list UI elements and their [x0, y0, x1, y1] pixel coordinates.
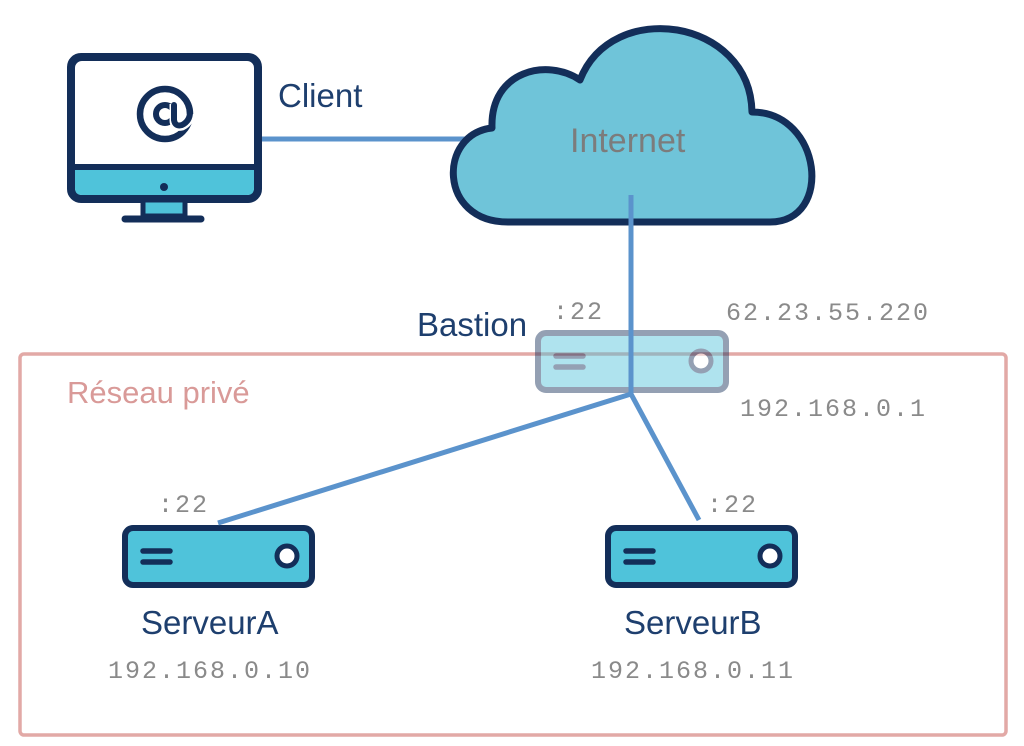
at-sign-icon [136, 85, 195, 143]
serveur-a-label: ServeurA [141, 604, 279, 641]
serveur-a-ip: 192.168.0.10 [108, 657, 313, 686]
monitor-icon [67, 53, 262, 223]
client-label: Client [278, 77, 363, 114]
serveur-b-label: ServeurB [624, 604, 762, 641]
private-network-zone [18, 352, 1008, 737]
bastion-label: Bastion [417, 306, 528, 343]
serveur-b-port: :22 [707, 491, 759, 520]
bastion-private-ip: 192.168.0.1 [740, 395, 928, 424]
serveur-b-ip: 192.168.0.11 [591, 657, 796, 686]
link-bastion-serveur-b [628, 392, 702, 522]
internet-label: Internet [570, 122, 686, 160]
private-network-label: Réseau privé [67, 375, 250, 410]
internet-cloud-icon [449, 25, 816, 226]
link-bastion-serveur-a [217, 391, 632, 526]
server-b-icon [605, 525, 798, 588]
bastion-public-ip: 62.23.55.220 [726, 299, 931, 328]
serveur-a-port: :22 [158, 491, 210, 520]
server-a-icon [122, 525, 315, 588]
bastion-port: :22 [553, 298, 605, 327]
